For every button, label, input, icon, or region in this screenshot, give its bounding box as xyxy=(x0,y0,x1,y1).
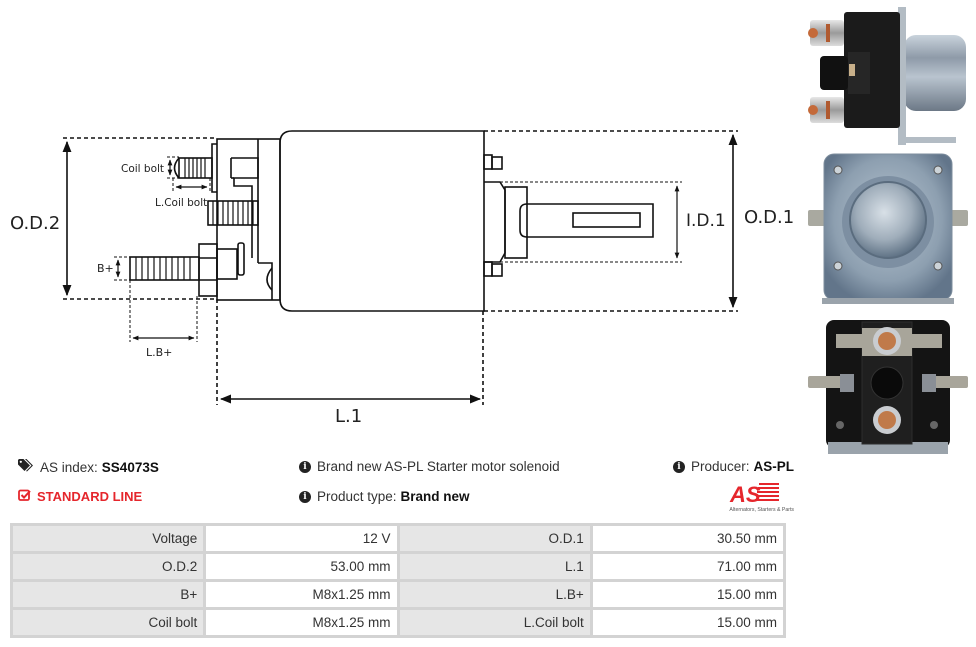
spec-value: M8x1.25 mm xyxy=(203,579,400,610)
table-row: B+ M8x1.25 mm L.B+ 15.00 mm xyxy=(9,579,787,610)
info-icon: i xyxy=(673,460,685,473)
bplus-label: B+ xyxy=(97,262,114,275)
spec-key: O.D.2 xyxy=(9,551,207,582)
product-photo-side[interactable] xyxy=(800,0,976,148)
info-icon: i xyxy=(299,460,311,473)
standard-line-label: STANDARD LINE xyxy=(37,489,143,504)
l-coil-bolt-label: L.Coil bolt xyxy=(155,197,207,209)
spec-value: 15.00 mm xyxy=(589,607,787,638)
producer-label: Producer: xyxy=(691,459,750,474)
spec-value: 71.00 mm xyxy=(589,551,787,582)
logo-mark: AS xyxy=(729,482,761,507)
technical-drawing: O.D.2 O.D.1 I.D.1 L.1 L.B+ B+ Coil bolt … xyxy=(10,130,794,427)
spec-key: B+ xyxy=(9,579,207,610)
spec-value: 15.00 mm xyxy=(589,579,787,610)
specs-table: Voltage 12 V O.D.1 30.50 mm O.D.2 53.00 … xyxy=(9,523,787,638)
lbplus-label: L.B+ xyxy=(146,346,172,359)
info-icon: i xyxy=(299,490,311,503)
spec-key: Voltage xyxy=(9,523,207,554)
spec-key: O.D.1 xyxy=(396,523,593,554)
product-type-value: Brand new xyxy=(400,489,470,504)
tags-icon xyxy=(18,459,34,475)
logo-tagline: Alternators, Starters & Parts xyxy=(729,507,794,513)
spec-value: 12 V xyxy=(203,523,400,554)
producer: i Producer: AS-PL xyxy=(673,459,794,474)
coil-bolt-label: Coil bolt xyxy=(121,163,164,175)
as-index: AS index: SS4073S xyxy=(18,459,159,475)
id1-label: I.D.1 xyxy=(686,211,726,231)
spec-key: L.1 xyxy=(396,551,593,582)
product-description: i Brand new AS-PL Starter motor solenoid xyxy=(299,459,560,474)
as-pl-logo: AS Alternators, Starters & Parts xyxy=(729,482,794,513)
solenoid-body xyxy=(279,130,485,312)
cap-housing xyxy=(216,138,281,301)
product-photo-terminals[interactable] xyxy=(800,308,976,463)
product-type: i Product type: Brand new xyxy=(299,489,470,504)
description-text: Brand new AS-PL Starter motor solenoid xyxy=(317,459,560,474)
as-index-label: AS index: xyxy=(40,459,98,475)
l1-label: L.1 xyxy=(335,406,362,427)
table-row: Voltage 12 V O.D.1 30.50 mm xyxy=(9,523,787,554)
spec-key: Coil bolt xyxy=(9,607,207,638)
as-index-value: SS4073S xyxy=(101,459,159,475)
table-row: Coil bolt M8x1.25 mm L.Coil bolt 15.00 m… xyxy=(9,607,787,638)
checkbox-checked-icon xyxy=(18,489,31,504)
product-photo-front[interactable] xyxy=(800,148,976,308)
spec-value: 30.50 mm xyxy=(589,523,787,554)
spec-value: M8x1.25 mm xyxy=(203,607,400,638)
table-row: O.D.2 53.00 mm L.1 71.00 mm xyxy=(9,551,787,582)
standard-line-badge: STANDARD LINE xyxy=(18,489,142,504)
producer-value: AS-PL xyxy=(753,459,795,474)
od1-label: O.D.1 xyxy=(744,207,794,228)
product-type-label: Product type: xyxy=(317,489,397,504)
spec-key: L.B+ xyxy=(396,579,593,610)
spec-key: L.Coil bolt xyxy=(396,607,593,638)
od2-label: O.D.2 xyxy=(10,213,60,234)
spec-value: 53.00 mm xyxy=(203,551,400,582)
